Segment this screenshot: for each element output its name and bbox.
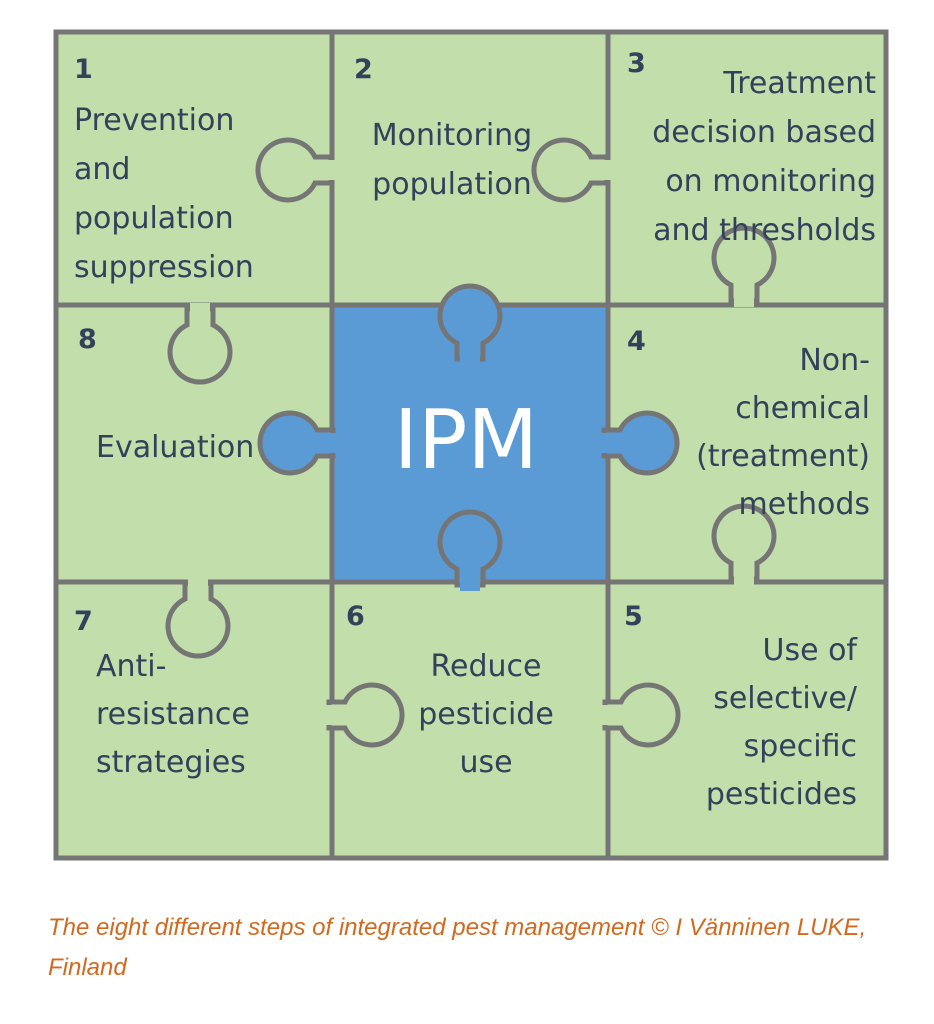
tile-label-line: specific bbox=[744, 729, 857, 764]
tile-number: 2 bbox=[354, 54, 373, 85]
tile-label-line: pesticide bbox=[418, 697, 554, 732]
tile-number: 1 bbox=[74, 54, 93, 85]
knob-seam-cover bbox=[598, 433, 610, 453]
tile-label-line: pesticides bbox=[706, 777, 857, 812]
puzzle-knob bbox=[711, 503, 777, 582]
tile-label-line: Evaluation bbox=[96, 430, 254, 465]
knob-seam-cover bbox=[323, 705, 335, 725]
puzzle-knob bbox=[531, 137, 610, 203]
puzzle-knob bbox=[167, 306, 233, 385]
puzzle-knob bbox=[602, 682, 681, 748]
tile-label-line: Treatment bbox=[722, 66, 876, 101]
tile-label-line: Prevention bbox=[74, 103, 234, 138]
tile-label-line: population bbox=[372, 167, 532, 202]
tile-label-line: Reduce bbox=[431, 649, 542, 684]
knob-seam-cover bbox=[734, 295, 754, 307]
tile-label-line: (treatment) bbox=[696, 439, 870, 474]
tile-label-line: chemical bbox=[735, 391, 870, 426]
tile-label-line: use bbox=[459, 745, 512, 780]
tile-label-line: methods bbox=[739, 487, 870, 522]
knob-seam-cover bbox=[325, 160, 337, 180]
puzzle-knob bbox=[601, 410, 680, 476]
knob-seam-cover bbox=[188, 577, 208, 589]
tile-number: 6 bbox=[346, 601, 365, 632]
knob-seam-cover bbox=[599, 705, 611, 725]
tile-label-line: Monitoring bbox=[372, 118, 532, 153]
tile-label-line: strategies bbox=[96, 745, 246, 780]
puzzle-knob bbox=[165, 580, 231, 659]
puzzle-knob bbox=[711, 225, 777, 304]
center-label: IPM bbox=[394, 393, 538, 488]
tile-number: 8 bbox=[78, 324, 97, 355]
puzzle-knob bbox=[326, 682, 405, 748]
tile-label-line: selective/ bbox=[713, 681, 858, 716]
knob-seam-cover bbox=[460, 353, 480, 365]
tile-label-line: population bbox=[74, 201, 234, 236]
tile-label-line: decision based bbox=[652, 115, 876, 150]
figure-caption: The eight different steps of integrated … bbox=[48, 914, 867, 981]
knob-seam-cover bbox=[190, 303, 210, 315]
knob-seam-cover bbox=[327, 433, 339, 453]
tile-label-line: and thresholds bbox=[653, 213, 876, 248]
tile-label-line: Anti- bbox=[96, 649, 166, 684]
tile-label-line: on monitoring bbox=[665, 164, 876, 199]
tile-label-line: resistance bbox=[96, 697, 250, 732]
tile-label-line: and bbox=[74, 152, 130, 187]
knob-seam-cover bbox=[601, 160, 613, 180]
puzzle-knob bbox=[257, 410, 336, 476]
tile-label-line: Use of bbox=[763, 633, 859, 668]
tile-number: 5 bbox=[624, 601, 643, 632]
tile-label-line: suppression bbox=[74, 250, 254, 285]
tile-number: 7 bbox=[74, 606, 93, 637]
knob-seam-cover bbox=[734, 573, 754, 585]
puzzle-knob bbox=[437, 283, 503, 362]
tile-label-line: Non- bbox=[799, 343, 870, 378]
puzzle-knob bbox=[437, 509, 503, 588]
tile-number: 4 bbox=[627, 326, 646, 357]
tile-number: 3 bbox=[627, 48, 646, 79]
puzzle-knob bbox=[255, 137, 334, 203]
knob-seam-cover bbox=[460, 579, 480, 591]
